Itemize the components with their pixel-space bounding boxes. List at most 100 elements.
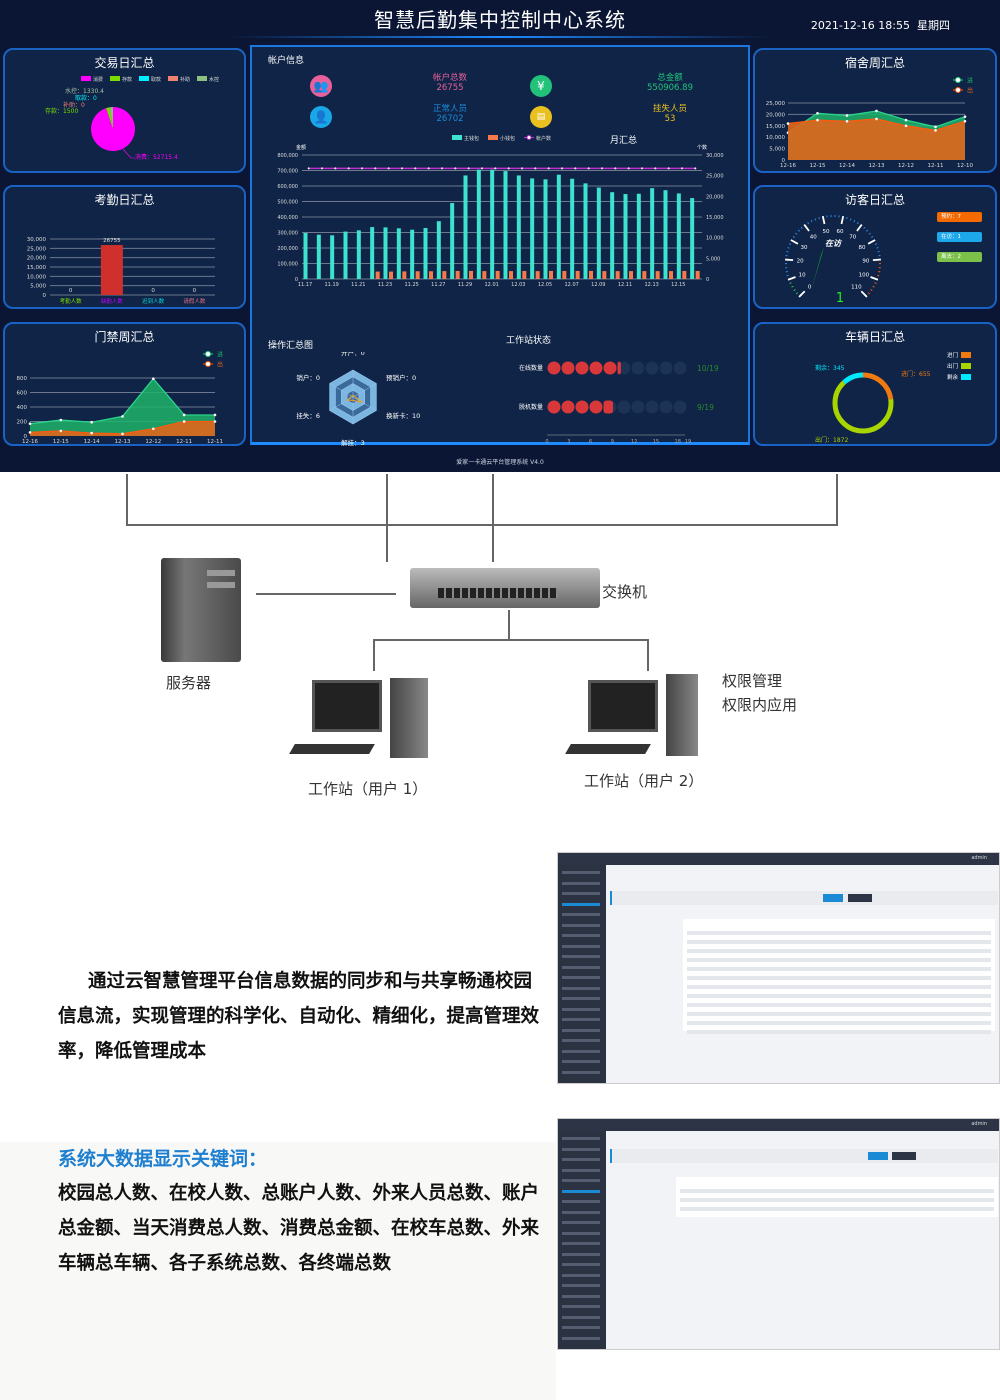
table-row (680, 1189, 994, 1193)
sidebar-menu-item[interactable] (562, 1200, 600, 1203)
sidebar-menu-item[interactable] (562, 1231, 600, 1235)
sidebar-menu-item[interactable] (562, 1315, 600, 1319)
table-row (680, 1198, 994, 1202)
sidebar-menu-item[interactable] (562, 871, 600, 874)
panel-title: 宿舍周汇总 (844, 56, 905, 70)
gauge-needle (811, 246, 825, 291)
y-tick-label: 0 (43, 293, 47, 299)
x-tick-label: 12-16 (780, 163, 796, 169)
sidebar-menu-item[interactable] (562, 902, 600, 906)
sidebar-menu-item[interactable] (562, 1007, 600, 1011)
attendance-bar-chart: 05,00010,00015,00020,00025,00030,0000考勤人… (27, 237, 215, 305)
sidebar-menu-item[interactable] (562, 892, 600, 895)
sidebar-menu-item[interactable] (562, 1284, 600, 1287)
sidebar-menu-item[interactable] (562, 1168, 600, 1172)
sidebar-menu-item[interactable] (562, 997, 600, 1000)
sidebar-menu-item[interactable] (562, 1070, 600, 1074)
sidebar-menu-item[interactable] (562, 1263, 600, 1266)
panel-title: 操作汇总图 (268, 341, 314, 351)
sidebar-menu-item[interactable] (562, 881, 600, 885)
sidebar-menu-item[interactable] (562, 1305, 600, 1308)
axis-tick-label: 12 (631, 439, 637, 445)
slot-bg (673, 361, 687, 375)
bar-small (535, 271, 540, 279)
bar-main (423, 228, 428, 279)
sidebar-menu-item[interactable] (562, 1137, 600, 1140)
radar-label: 挂失：6 (296, 411, 320, 420)
sidebar-menu-item[interactable] (562, 976, 600, 979)
sidebar-menu-item[interactable] (562, 955, 600, 958)
clock: 2021-12-16 18:55 星期四 (811, 17, 950, 33)
sidebar-menu-item[interactable] (562, 944, 600, 948)
sidebar-menu-item[interactable] (562, 1242, 600, 1245)
permission-label: 权限管理 (722, 672, 783, 690)
dashboard: 智慧后勤集中控制中心系统 2021-12-16 18:55 星期四 交易日汇总 … (0, 0, 1000, 472)
gauge-tick (795, 232, 798, 235)
data-point (574, 167, 577, 170)
legend-marker (205, 351, 211, 357)
gauge-tick-label: 20 (797, 259, 804, 265)
user-icon: 👤 (310, 106, 332, 128)
sidebar-menu-item[interactable] (562, 923, 600, 927)
data-point (816, 111, 819, 115)
sidebar-menu-item[interactable] (562, 1252, 600, 1256)
sidebar-menu-item[interactable] (562, 1039, 600, 1042)
radar-axis (352, 383, 377, 398)
legend-swatch (81, 76, 91, 81)
gauge-tick (790, 239, 799, 245)
sidebar-menu-item[interactable] (562, 965, 600, 969)
slice-label: 水控：1330.4 (65, 87, 104, 95)
sidebar-menu-item[interactable] (562, 934, 600, 937)
legend-label: 存款 (122, 76, 132, 83)
sidebar-menu-item[interactable] (562, 1060, 600, 1063)
sidebar-menu-item[interactable] (562, 1147, 600, 1151)
data-point (534, 167, 537, 170)
weekday: 星期四 (917, 19, 950, 32)
bar-main (543, 179, 548, 279)
legend-label: 取款 (151, 76, 161, 83)
bar-main (690, 198, 695, 279)
sidebar-menu-item[interactable] (562, 1158, 600, 1161)
sidebar-menu-item[interactable] (562, 1028, 600, 1032)
keywords-section (0, 1142, 556, 1400)
data-point (627, 167, 630, 170)
x-tick-label: 12-11 (207, 439, 223, 445)
gauge-tick (810, 220, 813, 223)
data-point (614, 167, 617, 170)
bar-main (476, 169, 481, 279)
legend-swatch (168, 76, 178, 81)
data-label: 0 (193, 288, 197, 294)
sidebar-menu-item[interactable] (562, 986, 600, 990)
sidebar-menu-item[interactable] (562, 1210, 600, 1214)
sidebar-menu-item[interactable] (562, 1049, 600, 1053)
header-decoration (230, 36, 770, 38)
y-tick-label: 400 (17, 405, 28, 411)
slot-fill (617, 361, 621, 375)
x-tick-label: 12.03 (511, 282, 525, 288)
y-tick-label: 25,000 (766, 101, 786, 107)
radar-axis (329, 383, 354, 398)
sidebar-menu-item[interactable] (562, 1179, 600, 1182)
sidebar-menu-item[interactable] (562, 1336, 600, 1340)
bar-main (583, 183, 588, 279)
sidebar-menu-item[interactable] (562, 1221, 600, 1224)
sidebar-menu-item[interactable] (562, 1189, 600, 1193)
slice-label: 进门：655 (901, 370, 931, 378)
sidebar-menu-item[interactable] (562, 1273, 600, 1277)
user-label: admin (971, 855, 987, 861)
sidebar-menu-item[interactable] (562, 1326, 600, 1329)
data-point (361, 167, 363, 170)
table-row (687, 994, 991, 998)
radar-value-shape (346, 394, 363, 403)
x-tick-label: 11.17 (298, 282, 312, 288)
sidebar-menu-item[interactable] (562, 913, 600, 916)
server-icon (161, 558, 241, 662)
sidebar-menu-item[interactable] (562, 1018, 600, 1021)
gauge-tick (791, 285, 794, 288)
sidebar-menu-item[interactable] (562, 1294, 600, 1298)
